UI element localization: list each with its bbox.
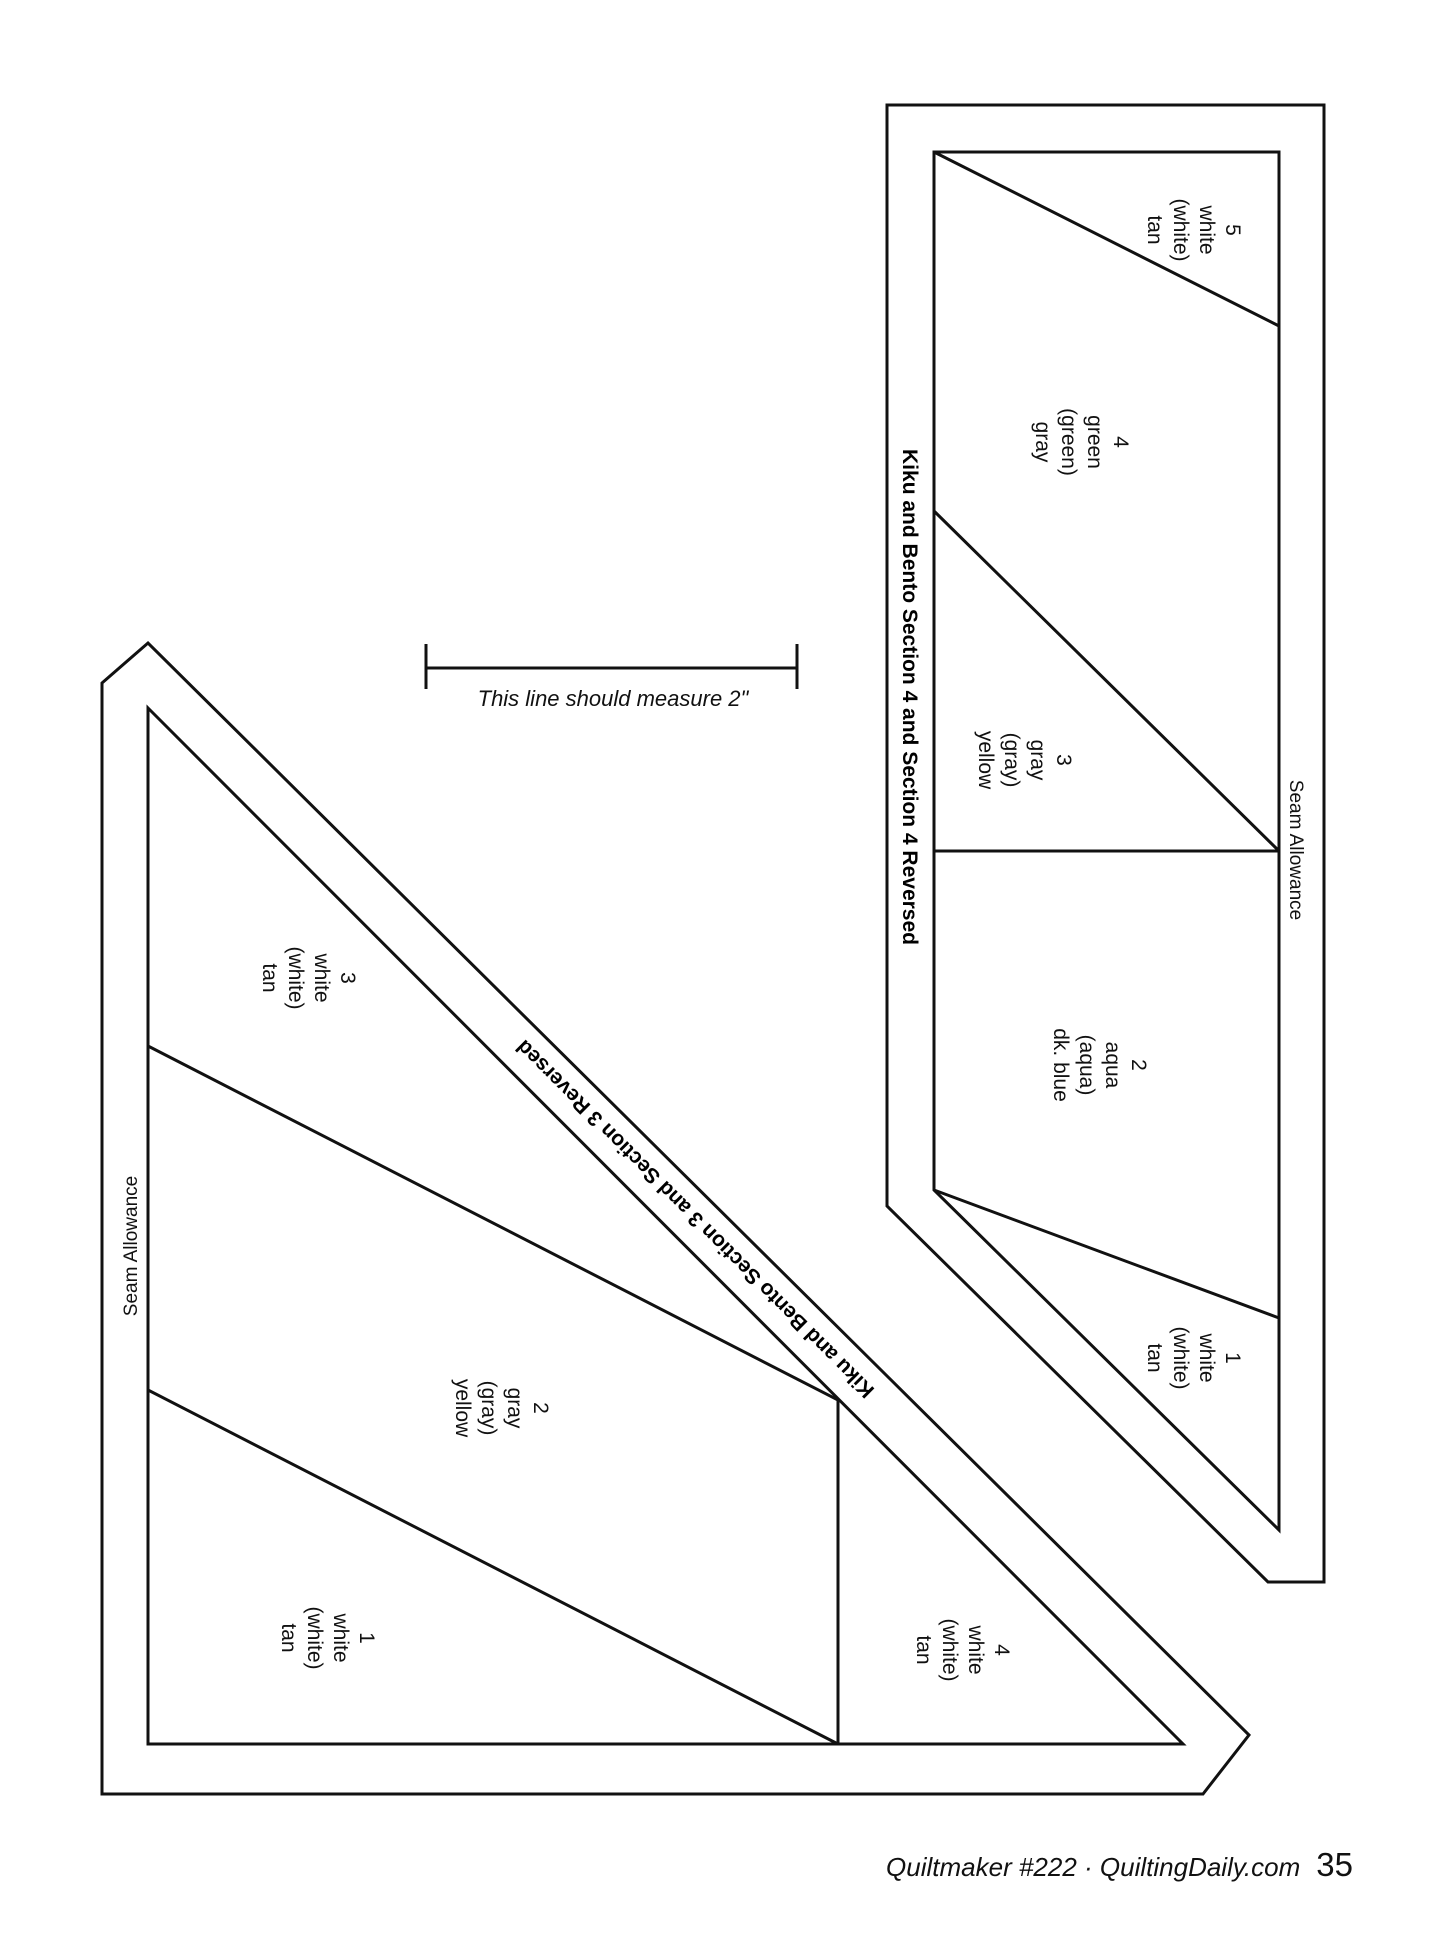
svg-text:4green(green)gray: 4green(green)gray [1031, 408, 1132, 476]
seam-line [933, 1188, 1280, 1320]
seam-line [147, 1044, 839, 1402]
svg-text:3gray(gray)yellow: 3gray(gray)yellow [974, 731, 1075, 790]
right-seam-outline [885, 103, 1326, 1584]
scale-bar-label: This line should measure 2" [478, 686, 750, 711]
patch-label-1: 1white(white)tan [1143, 1326, 1244, 1389]
footer-publication: Quiltmaker #222 · QuiltingDaily.com [886, 1852, 1301, 1882]
right-inner-outline [932, 150, 1281, 1534]
left-seam-outline [100, 640, 1252, 1796]
left-piece-title: Kiku and Bento Section 3 and Section 3 R… [512, 1035, 879, 1402]
page-number: 35 [1316, 1846, 1353, 1883]
svg-text:3white(white)tan: 3white(white)tan [258, 946, 359, 1009]
left-seam-allowance-label: Seam Allowance [121, 1176, 142, 1316]
seam-line [933, 150, 1280, 328]
svg-text:5white(white)tan: 5white(white)tan [1143, 198, 1244, 261]
svg-text:4white(white)tan: 4white(white)tan [912, 1618, 1013, 1681]
patch-label-3: 3white(white)tan [258, 946, 359, 1009]
patch-label-5: 5white(white)tan [1143, 198, 1244, 261]
patch-label-4: 4white(white)tan [912, 1618, 1013, 1681]
right-piece-title: Kiku and Bento Section 4 and Section 4 R… [898, 449, 921, 945]
seam-line [932, 509, 1281, 853]
right-pattern-piece: Kiku and Bento Section 4 and Section 4 R… [885, 103, 1326, 1584]
scale-bar: This line should measure 2" [424, 644, 799, 711]
patch-label-4: 4green(green)gray [1031, 408, 1132, 476]
left-pattern-piece: Kiku and Bento Section 3 and Section 3 R… [100, 640, 1252, 1796]
patch-label-2: 2aqua(aqua)dk. blue [1049, 1028, 1150, 1102]
svg-text:1white(white)tan: 1white(white)tan [277, 1606, 378, 1669]
patch-label-3: 3gray(gray)yellow [974, 731, 1075, 790]
patch-label-2: 2gray(gray)yellow [451, 1379, 552, 1438]
svg-text:1white(white)tan: 1white(white)tan [1143, 1326, 1244, 1389]
left-inner-outline [146, 704, 1187, 1746]
patch-label-1: 1white(white)tan [277, 1606, 378, 1669]
right-seam-allowance-label: Seam Allowance [1285, 780, 1306, 920]
page-footer: Quiltmaker #222 · QuiltingDaily.com 35 [886, 1846, 1353, 1884]
svg-text:2gray(gray)yellow: 2gray(gray)yellow [451, 1379, 552, 1438]
seam-line [147, 1388, 839, 1746]
svg-text:2aqua(aqua)dk. blue: 2aqua(aqua)dk. blue [1049, 1028, 1150, 1102]
